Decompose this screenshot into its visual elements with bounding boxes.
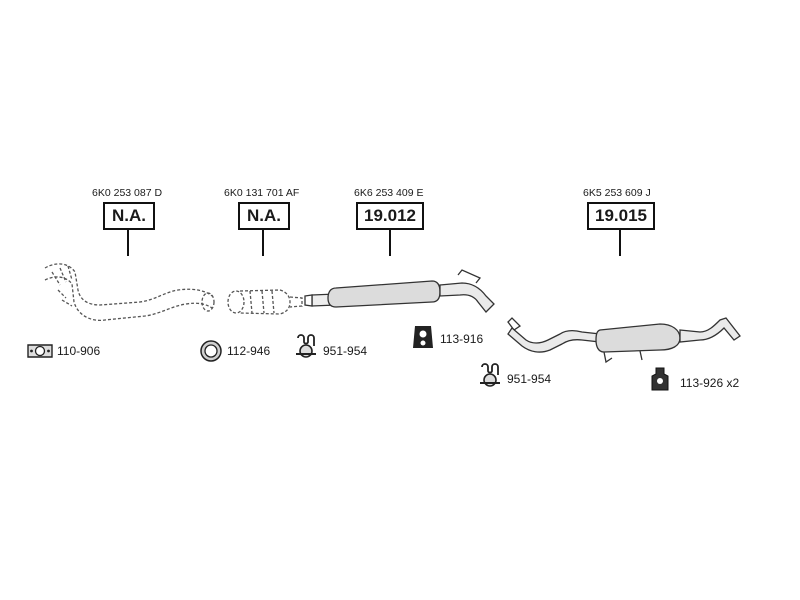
oem-number-middle-silencer: 6K6 253 409 E (354, 187, 424, 199)
part-code-clamp-front[interactable]: 951-954 (323, 344, 368, 358)
leader-line-catalytic-converter (262, 228, 264, 256)
sealing-ring-icon (200, 340, 222, 362)
oem-number-front-pipe: 6K0 253 087 D (92, 187, 163, 199)
gasket-icon (27, 344, 53, 358)
leader-line-middle-silencer (389, 228, 391, 256)
part-code-clamp-rear[interactable]: 951-954 (507, 372, 552, 386)
catalytic-converter-drawing (227, 289, 303, 315)
part-code-gasket[interactable]: 110-906 (57, 344, 101, 358)
part-label-rear-silencer[interactable]: 19.015 (587, 202, 655, 230)
clamp-icon (296, 334, 316, 358)
rubber-mount-icon (413, 326, 433, 348)
oem-number-rear-silencer: 6K5 253 609 J (583, 187, 651, 199)
oem-number-catalytic-converter: 6K0 131 701 AF (224, 187, 300, 199)
front-pipe-drawing (44, 263, 215, 322)
rear-silencer-drawing (507, 317, 741, 364)
middle-silencer-drawing (304, 269, 495, 313)
part-code-sealing-ring[interactable]: 112-946 (227, 344, 271, 358)
leader-line-rear-silencer (619, 228, 621, 256)
part-code-rubber-mount[interactable]: 113-916 (440, 332, 484, 346)
part-code-rubber-hanger[interactable]: 113-926 x2 (680, 376, 740, 390)
clamp-icon (480, 363, 500, 387)
part-label-catalytic-converter[interactable]: N.A. (238, 202, 290, 230)
part-label-front-pipe[interactable]: N.A. (103, 202, 155, 230)
leader-line-front-pipe (127, 228, 129, 256)
rubber-hanger-icon (651, 367, 669, 391)
